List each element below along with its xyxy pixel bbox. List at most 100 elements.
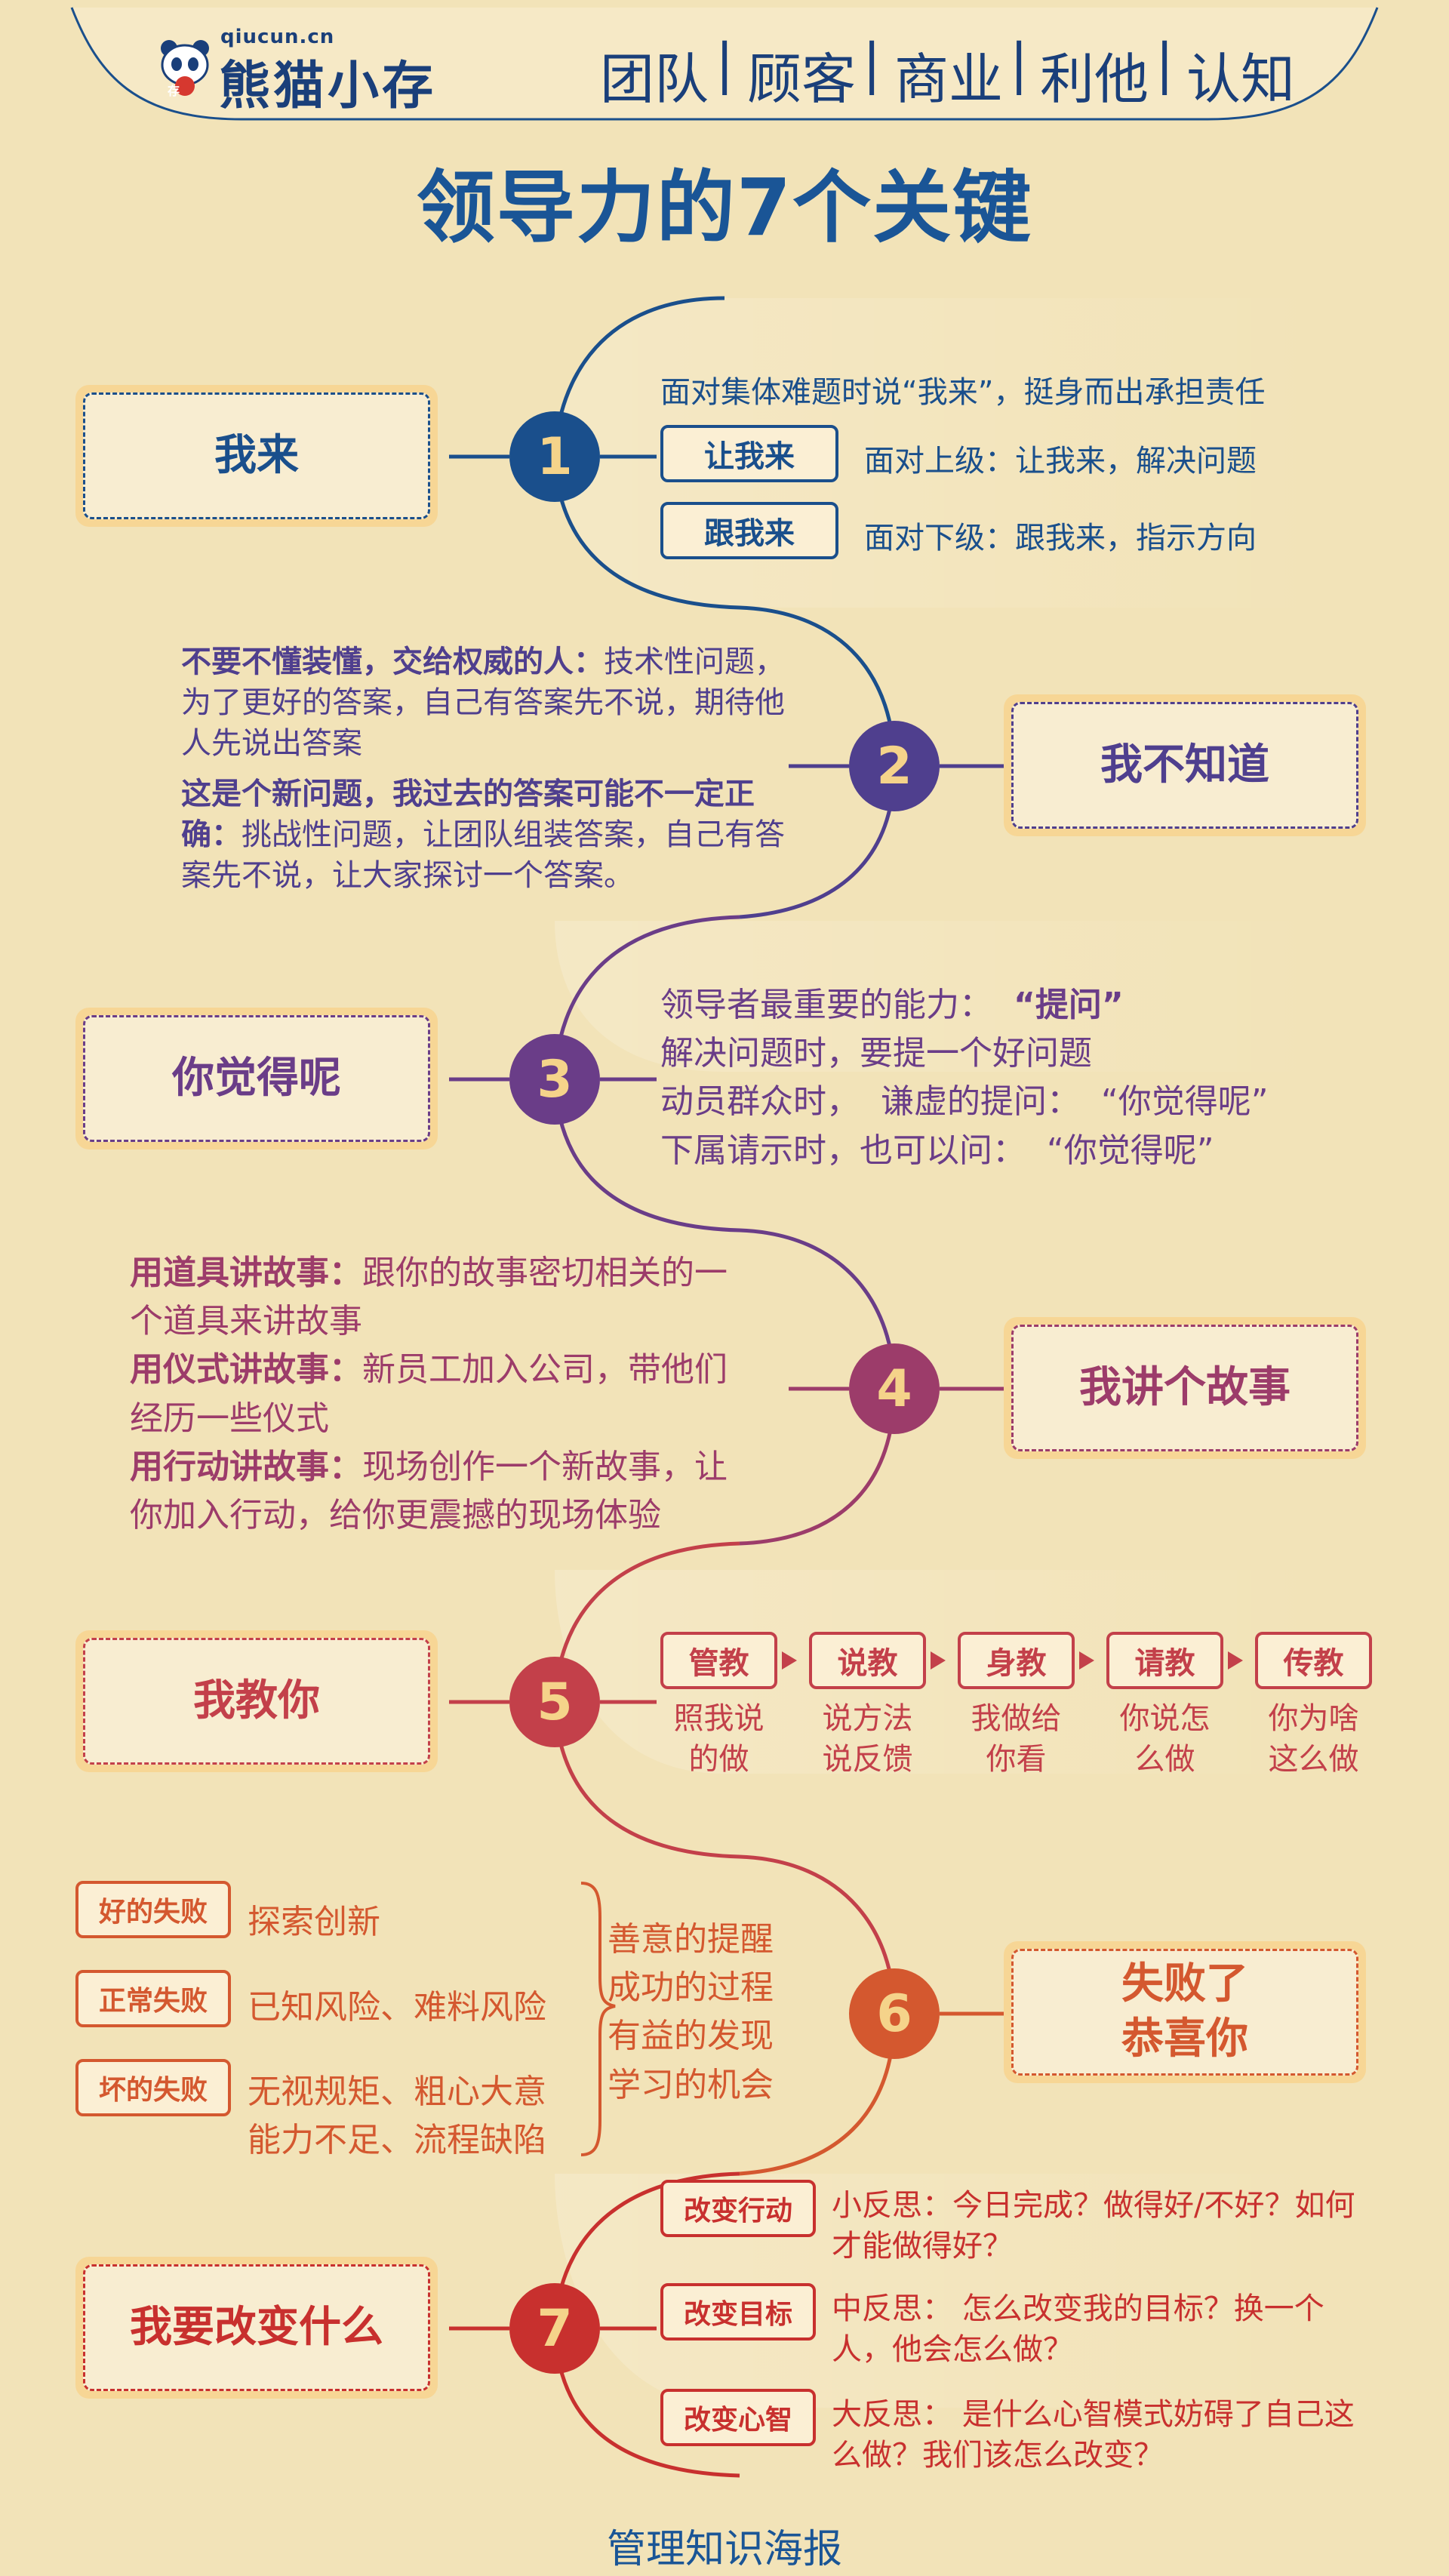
key-2-label: 我不知道 xyxy=(1011,702,1358,829)
key-1-number: 1 xyxy=(509,411,600,502)
key-7-desc: 中反思： 怎么改变我的目标？换一个 人，他会怎么做？ xyxy=(832,2288,1324,2370)
key-7-box: 我要改变什么 xyxy=(75,2257,438,2399)
key-2-p2-text: 挑战性问题，让团队组装答案，自己有答 xyxy=(242,817,785,852)
key-2-p2-text: 案先不说，让大家探讨一个答案。 xyxy=(181,858,634,893)
key-6-meaning: 成功的过程 xyxy=(608,1968,774,2008)
key-7-desc: 小反思：今日完成？做得好/不好？如何 才能做得好？ xyxy=(832,2185,1355,2267)
key-5-step-text: 照我说 xyxy=(673,1701,764,1736)
key-2-p1-text: 技术性问题， xyxy=(604,645,785,679)
key-4-label: 我讲个故事 xyxy=(1011,1325,1358,1451)
key-4-bold: 用仪式讲故事： xyxy=(130,1350,362,1390)
key-3-highlight: “提问” xyxy=(1013,986,1124,1024)
key-2-paragraph-2: 这是个新问题，我过去的答案可能不一定正 确：挑战性问题，让团队组装答案，自己有答… xyxy=(181,774,785,896)
arrow-right-icon xyxy=(1228,1651,1243,1670)
key-3-label: 你觉得呢 xyxy=(83,1015,430,1142)
key-5-step-text: 你看 xyxy=(986,1742,1047,1777)
header: 存 qiucun.cn 熊猫小存 团队 | 顾客 | 商业 | 利他 | 认知 xyxy=(0,0,1449,136)
key-5-step-text: 你为啥 xyxy=(1268,1701,1359,1736)
key-5-step-text: 说反馈 xyxy=(822,1742,913,1777)
nav-item-cognition[interactable]: 认知 xyxy=(1186,48,1296,111)
nav-item-customer[interactable]: 顾客 xyxy=(747,48,857,111)
key-5-step-text: 我做给 xyxy=(971,1701,1062,1736)
key-5-step-desc: 你说怎么做 xyxy=(1106,1698,1223,1780)
key-7-tag: 改变行动 xyxy=(660,2180,816,2237)
key-4-number: 4 xyxy=(849,1343,940,1434)
key-6-meaning-list: 善意的提醒 成功的过程 有益的发现 学习的机会 xyxy=(608,1916,774,2110)
key-5-step-desc: 我做给你看 xyxy=(958,1698,1075,1780)
header-arc xyxy=(70,7,1379,121)
footer-caption: 管理知识海报 xyxy=(606,2527,842,2572)
key-4-text: 你加入行动，给你更震撼的现场体验 xyxy=(130,1496,661,1535)
key-5-step-desc: 照我说的做 xyxy=(660,1698,777,1780)
key-7-text: 人，他会怎么做？ xyxy=(832,2332,1073,2367)
nav-separator: | xyxy=(1155,32,1174,95)
key-2-p1-text: 人先说出答案 xyxy=(181,726,362,761)
key-4-paragraph: 用道具讲故事：跟你的故事密切相关的一 个道具来讲故事 用仪式讲故事：新员工加入公… xyxy=(130,1249,728,1540)
nav-item-team[interactable]: 团队 xyxy=(600,48,709,111)
arrow-right-icon xyxy=(931,1651,946,1670)
key-1-tag-follow-me: 跟我来 xyxy=(660,502,838,559)
key-2-box: 我不知道 xyxy=(1004,694,1366,836)
key-5-step-desc: 说方法说反馈 xyxy=(809,1698,926,1780)
key-5-step-tag: 管教 xyxy=(660,1632,777,1689)
key-3-line: 动员群众时， 谦虚的提问： “你觉得呢” xyxy=(660,1082,1269,1122)
key-3-line: 解决问题时，要提一个好问题 xyxy=(660,1034,1092,1073)
nav-separator: | xyxy=(863,32,881,95)
nav-item-business[interactable]: 商业 xyxy=(894,48,1004,111)
key-4-text: 新员工加入公司，带他们 xyxy=(362,1350,728,1390)
key-6-meaning: 善意的提醒 xyxy=(608,1920,774,1959)
key-7-text: 中反思： 怎么改变我的目标？换一个 xyxy=(832,2291,1324,2326)
brand-domain: qiucun.cn xyxy=(220,26,335,48)
key-6-box: 失败了 恭喜你 xyxy=(1004,1941,1366,2083)
key-6-failure-text: 无视规矩、粗心大意 xyxy=(248,2073,546,2111)
key-1-item-text: 面对上级：让我来，解决问题 xyxy=(864,444,1257,479)
key-2-paragraph-1: 不要不懂装懂，交给权威的人：技术性问题， 为了更好的答案，自己有答案先不说，期待… xyxy=(181,642,785,764)
key-4-text: 现场创作一个新故事，让 xyxy=(362,1447,728,1486)
key-7-label: 我要改变什么 xyxy=(83,2264,430,2391)
key-1-item-text: 面对下级：跟我来，指示方向 xyxy=(864,521,1257,556)
nav-item-altruism[interactable]: 利他 xyxy=(1040,48,1149,111)
key-6-meaning: 学习的机会 xyxy=(608,2065,774,2104)
key-5-step-tag: 传教 xyxy=(1255,1632,1372,1689)
key-5-step-tag: 说教 xyxy=(809,1632,926,1689)
key-6-meaning: 有益的发现 xyxy=(608,2017,774,2056)
key-1-label: 我来 xyxy=(83,392,430,519)
key-6-failure-tag: 正常失败 xyxy=(75,1970,231,2027)
nav-separator: | xyxy=(715,32,734,95)
key-4-bold: 用道具讲故事： xyxy=(130,1254,362,1292)
key-3-line: 领导者最重要的能力： xyxy=(660,986,992,1024)
key-7-tag: 改变目标 xyxy=(660,2283,816,2341)
key-4-box: 我讲个故事 xyxy=(1004,1317,1366,1459)
key-6-failure-text: 能力不足、流程缺陷 xyxy=(248,2121,546,2160)
key-2-p1-bold: 不要不懂装懂，交给权威的人： xyxy=(181,645,604,679)
key-7-text: 么做？我们该怎么改变？ xyxy=(832,2438,1164,2473)
key-5-step-tag: 请教 xyxy=(1106,1632,1223,1689)
key-2-number: 2 xyxy=(849,721,940,811)
key-2-p1-text: 为了更好的答案，自己有答案先不说，期待他 xyxy=(181,685,785,720)
key-7-text: 大反思： 是什么心智模式妨碍了自己这 xyxy=(832,2397,1355,2432)
key-6-failure-text: 探索创新 xyxy=(248,1903,380,1941)
page-title: 领导力的7个关键 xyxy=(416,162,1033,254)
key-5-step-text: 么做 xyxy=(1134,1742,1195,1777)
key-5-step-text: 说方法 xyxy=(822,1701,913,1736)
key-3-box: 你觉得呢 xyxy=(75,1008,438,1150)
key-6-label: 失败了 恭喜你 xyxy=(1011,1949,1358,2076)
key-2-p2-bold: 这是个新问题，我过去的答案可能不一定正 xyxy=(181,777,755,811)
arrow-right-icon xyxy=(1079,1651,1094,1670)
key-6-failure-text: 已知风险、难料风险 xyxy=(248,1988,546,2027)
arrow-right-icon xyxy=(782,1651,797,1670)
key-4-text: 跟你的故事密切相关的一 xyxy=(362,1254,728,1292)
key-3-line: 下属请示时，也可以问： “你觉得呢” xyxy=(660,1131,1214,1170)
logo-badge: 存 xyxy=(168,84,180,98)
key-3-paragraph: 领导者最重要的能力： “提问” 解决问题时，要提一个好问题 动员群众时， 谦虚的… xyxy=(660,981,1269,1175)
key-1-intro: 面对集体难题时说“我来”，挺身而出承担责任 xyxy=(660,375,1266,410)
key-5-label: 我教你 xyxy=(83,1638,430,1765)
key-6-failure-desc: 无视规矩、粗心大意 能力不足、流程缺陷 xyxy=(248,2068,546,2165)
key-5-box: 我教你 xyxy=(75,1630,438,1772)
nav-separator: | xyxy=(1010,32,1029,95)
brand-name: 熊猫小存 xyxy=(219,57,437,116)
key-5-number: 5 xyxy=(509,1657,600,1747)
key-5-step-text: 这么做 xyxy=(1268,1742,1359,1777)
